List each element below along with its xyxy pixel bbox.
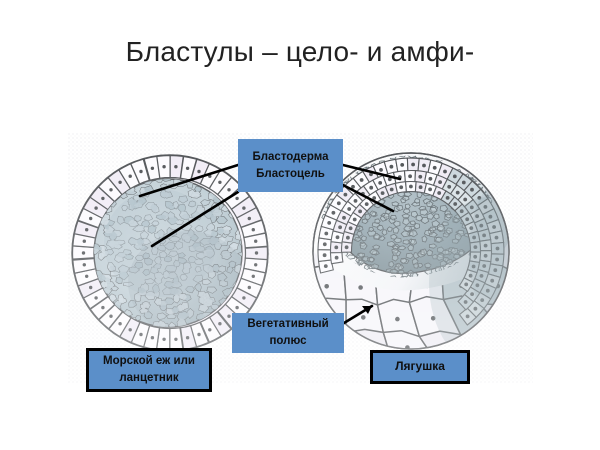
- label-sea-urchin-line2: ланцетник: [119, 372, 179, 384]
- page-title: Бластулы – цело- и амфи-: [125, 36, 475, 67]
- label-vegetal-pole[interactable]: Вегетативный полюс: [232, 313, 344, 353]
- pointer-blastocoel-left: [150, 190, 240, 248]
- pointer-blastocoel-right: [341, 183, 395, 213]
- label-frog[interactable]: Лягушка: [370, 350, 470, 384]
- label-sea-urchin-line1: Морской еж или: [103, 355, 195, 368]
- label-vegetal-pole-line2: полюс: [269, 335, 307, 347]
- amphiblastula-shading: [429, 179, 509, 349]
- label-blastoderm[interactable]: Бластодерма Бластоцель: [238, 139, 343, 192]
- diagram-amphiblastula: [312, 152, 510, 350]
- label-sea-urchin[interactable]: Морской еж или ланцетник: [86, 348, 212, 392]
- pointer-blastoderm-left: [138, 163, 240, 198]
- label-blastoderm-line1: Бластодерма: [252, 150, 329, 163]
- label-blastocoel-line2: Бластоцель: [256, 167, 325, 180]
- label-vegetal-pole-line1: Вегетативный: [247, 318, 329, 331]
- pointer-vegetal-pole-arrow: [362, 306, 372, 314]
- pointer-blastoderm-right: [341, 163, 402, 181]
- coeloblastula-cavity: [93, 178, 243, 328]
- label-frog-line1: Лягушка: [395, 359, 445, 374]
